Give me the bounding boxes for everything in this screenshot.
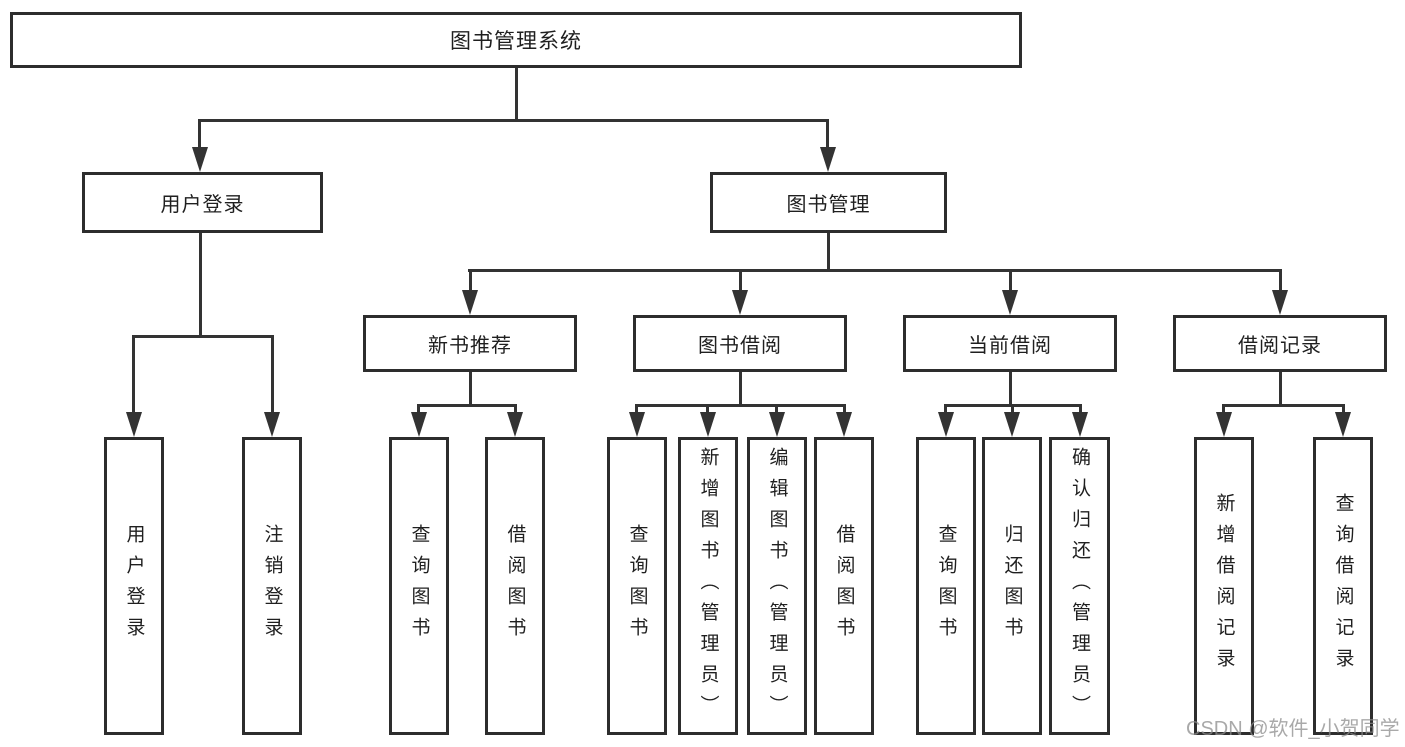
leaf-query-borrow-record: 查询借阅记录 <box>1313 437 1373 735</box>
csdn-watermark: CSDN @软件_小贺同学 <box>1186 718 1400 740</box>
connector-distributor <box>1222 404 1345 407</box>
connector-drop <box>469 269 472 293</box>
connector-drop <box>514 404 517 415</box>
node-borrow-records: 借阅记录 <box>1173 315 1387 372</box>
node-label: 图书借阅 <box>698 335 782 357</box>
leaf-edit-book-admin: 编辑图书（管理员） <box>747 437 807 735</box>
connector-stub <box>739 372 742 407</box>
connector-distributor <box>635 404 846 407</box>
connector-drop <box>944 404 947 415</box>
arrow-down-icon <box>192 147 208 172</box>
arrow-down-icon <box>1335 412 1351 437</box>
connector-drop <box>1009 269 1012 293</box>
leaf-label: 借阅图书 <box>504 524 526 648</box>
connector-drop <box>132 335 135 415</box>
arrow-down-icon <box>769 412 785 437</box>
connector-drop <box>706 404 709 415</box>
leaf-confirm-return-admin: 确认归还（管理员） <box>1049 437 1110 735</box>
connector-drop <box>635 404 638 415</box>
leaf-add-borrow-record: 新增借阅记录 <box>1194 437 1254 735</box>
arrow-down-icon <box>732 290 748 315</box>
leaf-label: 新增图书（管理员） <box>697 446 719 726</box>
leaf-label: 借阅图书 <box>833 524 855 648</box>
connector-drop <box>826 119 829 150</box>
leaf-label: 新增借阅记录 <box>1213 493 1235 679</box>
connector-root-stub <box>515 68 518 122</box>
connector-userlogin-distributor <box>132 335 274 338</box>
leaf-label: 用户登录 <box>123 524 145 648</box>
leaf-label: 查询图书 <box>408 524 430 648</box>
node-book-borrow: 图书借阅 <box>633 315 847 372</box>
leaf-label: 确认归还（管理员） <box>1069 446 1090 726</box>
arrow-down-icon <box>1272 290 1288 315</box>
leaf-label: 查询借阅记录 <box>1332 493 1354 679</box>
arrow-down-icon <box>126 412 142 437</box>
arrow-down-icon <box>507 412 523 437</box>
leaf-label: 编辑图书（管理员） <box>766 446 788 726</box>
connector-drop <box>1011 404 1014 415</box>
leaf-borrow-books-recommend: 借阅图书 <box>485 437 545 735</box>
arrow-down-icon <box>700 412 716 437</box>
node-new-book-recommend: 新书推荐 <box>363 315 577 372</box>
leaf-label: 查询图书 <box>626 524 648 648</box>
node-library-management-system: 图书管理系统 <box>10 12 1022 68</box>
node-label: 借阅记录 <box>1238 335 1322 357</box>
arrow-down-icon <box>836 412 852 437</box>
connector-stub <box>1279 372 1282 407</box>
node-label: 图书管理系统 <box>450 30 582 53</box>
arrow-down-icon <box>1002 290 1018 315</box>
connector-drop <box>417 404 420 415</box>
arrow-down-icon <box>264 412 280 437</box>
connector-drop <box>1279 269 1282 293</box>
arrow-down-icon <box>938 412 954 437</box>
connector-level3-distributor <box>468 269 1282 272</box>
leaf-query-books-current: 查询图书 <box>916 437 976 735</box>
leaf-label: 归还图书 <box>1001 524 1023 648</box>
connector-drop <box>1079 404 1082 415</box>
node-label: 图书管理 <box>786 194 871 216</box>
node-current-borrow: 当前借阅 <box>903 315 1117 372</box>
connector-distributor <box>417 404 517 407</box>
connector-drop <box>739 269 742 293</box>
leaf-return-book: 归还图书 <box>982 437 1042 735</box>
connector-drop <box>775 404 778 415</box>
leaf-add-book-admin: 新增图书（管理员） <box>678 437 738 735</box>
connector-bookmgmt-stub <box>827 233 830 272</box>
node-label: 当前借阅 <box>968 335 1052 357</box>
connector-drop <box>1342 404 1345 415</box>
arrow-down-icon <box>462 290 478 315</box>
connector-level2-distributor <box>198 119 829 122</box>
leaf-user-login: 用户登录 <box>104 437 164 735</box>
arrow-down-icon <box>1004 412 1020 437</box>
leaf-logout: 注销登录 <box>242 437 302 735</box>
connector-drop <box>271 335 274 415</box>
connector-stub <box>1009 372 1012 407</box>
leaf-borrow-books: 借阅图书 <box>814 437 874 735</box>
connector-drop <box>198 119 201 150</box>
leaf-query-books-recommend: 查询图书 <box>389 437 449 735</box>
connector-stub <box>469 372 472 407</box>
leaf-label: 注销登录 <box>261 524 283 648</box>
arrow-down-icon <box>1072 412 1088 437</box>
leaf-query-books-borrow: 查询图书 <box>607 437 667 735</box>
node-book-management: 图书管理 <box>710 172 947 233</box>
leaf-label: 查询图书 <box>935 524 957 648</box>
node-user-login: 用户登录 <box>82 172 323 233</box>
connector-drop <box>1222 404 1225 415</box>
connector-drop <box>843 404 846 415</box>
node-label: 新书推荐 <box>428 335 512 357</box>
arrow-down-icon <box>411 412 427 437</box>
arrow-down-icon <box>820 147 836 172</box>
arrow-down-icon <box>1216 412 1232 437</box>
arrow-down-icon <box>629 412 645 437</box>
node-label: 用户登录 <box>160 194 245 216</box>
connector-userlogin-stub <box>199 233 202 338</box>
